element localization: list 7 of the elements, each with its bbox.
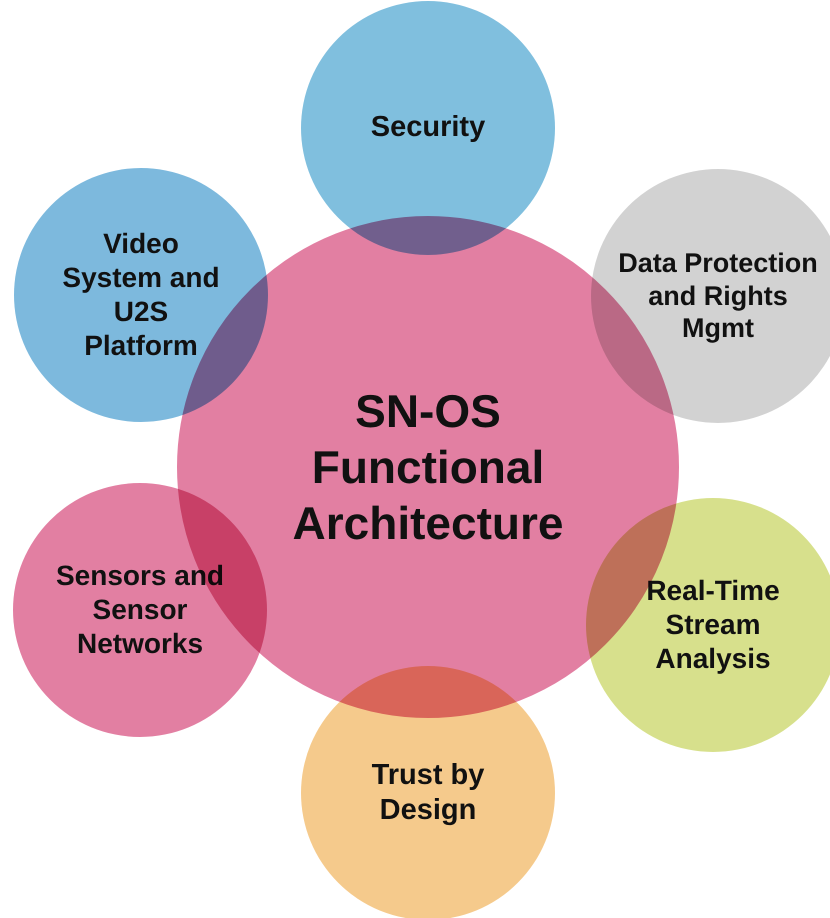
- node-label: Security: [370, 110, 486, 146]
- node-label: SN-OS Functional Architecture: [292, 384, 564, 552]
- node-label: Real-Time Stream Analysis: [645, 574, 781, 676]
- node-label: Video System and U2S Platform: [61, 226, 221, 364]
- node-label: Trust by Design: [370, 758, 486, 828]
- node-label: Data Protection and Rights Mgmt: [618, 246, 818, 346]
- node-label: Sensors and Sensor Networks: [54, 558, 226, 662]
